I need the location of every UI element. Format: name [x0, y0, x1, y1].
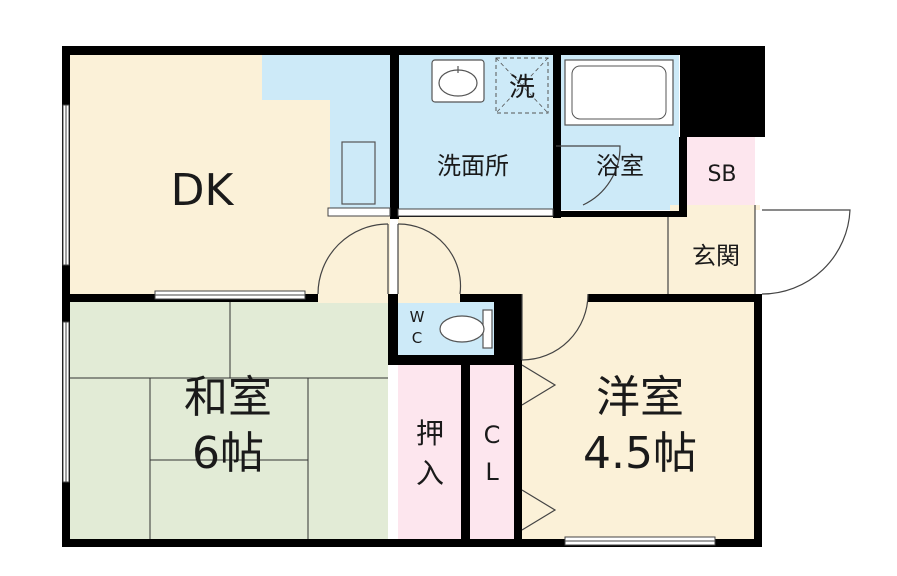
western-room-size: 4.5帖: [583, 428, 697, 479]
western-door-gap: [522, 293, 588, 303]
stove-icon: [341, 141, 376, 205]
corridor-door-gap: [398, 293, 460, 303]
entrance-label: 玄関: [692, 242, 740, 270]
dk-label: DK: [171, 165, 235, 216]
japanese-room-label: 和室: [184, 372, 272, 423]
oshiire-label-2: 入: [416, 457, 444, 490]
shoe-box-area: [687, 137, 755, 205]
washer-label: 洗: [509, 73, 535, 103]
corridor-floor: [398, 215, 683, 295]
washbasin-icon: [431, 59, 485, 103]
shoe-box-label: SB: [707, 162, 736, 187]
kitchen-sink-area: [330, 55, 390, 215]
bathtub-icon: [564, 59, 674, 126]
oshiire-label-1: 押: [416, 417, 444, 450]
washroom-label: 洗面所: [437, 152, 509, 180]
entrance-door-gap: [755, 210, 763, 294]
tatami-floor: [70, 302, 388, 539]
toilet-icon: [439, 309, 493, 349]
washer-space: [495, 57, 549, 114]
toilet-label-c: C: [412, 329, 422, 347]
western-floor: [522, 302, 758, 539]
tatami-lines: [70, 302, 388, 539]
oshiire-floor: [398, 365, 461, 539]
closet-floor: [470, 365, 518, 539]
door-swings: [317, 145, 851, 531]
western-room-label: 洋室: [596, 372, 684, 423]
toilet-label-w: W: [410, 308, 425, 326]
closet-label-c: C: [484, 421, 501, 449]
entrance-floor: [670, 205, 760, 295]
closet-label-l: L: [485, 458, 499, 486]
bathroom-label: 浴室: [596, 152, 644, 180]
japanese-room-size: 6帖: [192, 428, 264, 479]
dk-door-gap: [318, 293, 388, 303]
windows: [62, 104, 716, 546]
